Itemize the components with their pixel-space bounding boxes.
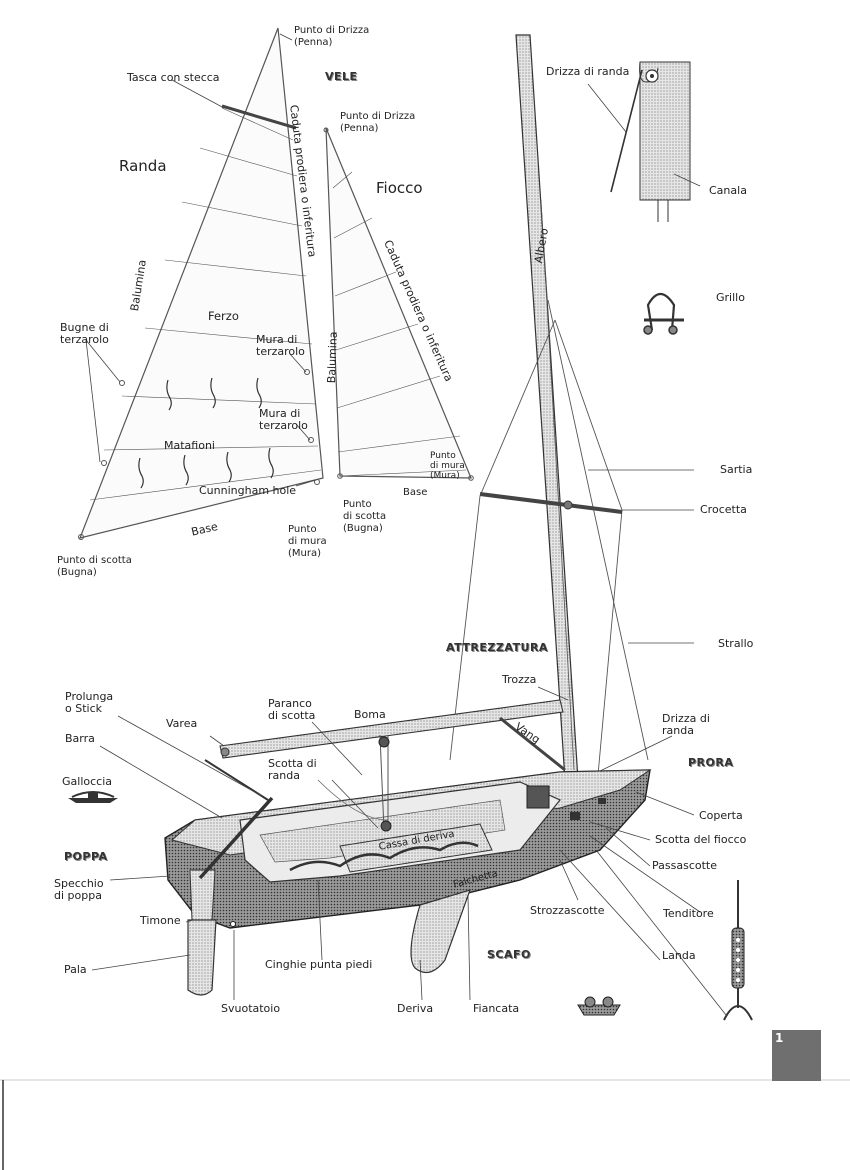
label-matafioni: Matafioni bbox=[164, 439, 215, 452]
label-strallo: Strallo bbox=[718, 637, 754, 650]
label-randa: Randa bbox=[119, 157, 167, 175]
label-base-jib: Base bbox=[403, 487, 428, 498]
label-fiancata: Fiancata bbox=[473, 1002, 520, 1015]
label-ferzo: Ferzo bbox=[208, 309, 239, 323]
label-varea: Varea bbox=[166, 717, 198, 730]
label-landa: Landa bbox=[662, 949, 696, 962]
boom bbox=[219, 699, 566, 832]
label-barra: Barra bbox=[65, 732, 95, 745]
shackle-icon bbox=[643, 292, 684, 335]
section-stern: POPPA bbox=[64, 850, 108, 863]
label-tenditore: Tenditore bbox=[663, 907, 714, 920]
section-rigging: ATTREZZATURA bbox=[446, 641, 548, 654]
section-bow: PRORA bbox=[688, 756, 734, 769]
mast-groove-inset bbox=[587, 61, 701, 222]
label-tack-main: Punto di mura (Mura) bbox=[288, 524, 327, 559]
label-timone: Timone bbox=[140, 914, 181, 927]
hull bbox=[164, 759, 652, 996]
jib bbox=[323, 127, 474, 481]
cleat-icon bbox=[68, 791, 118, 803]
label-pala: Pala bbox=[64, 963, 87, 976]
label-paranco: Paranco di scotta bbox=[268, 697, 316, 722]
label-galloccia: Galloccia bbox=[62, 775, 112, 788]
label-clew-jib: Punto di scotta (Bugna) bbox=[343, 499, 387, 534]
label-grillo: Grillo bbox=[716, 291, 745, 304]
label-tasca-stecca: Tasca con stecca bbox=[127, 71, 220, 84]
turnbuckle-chainplate-icon bbox=[723, 880, 753, 1021]
label-drizza-randa: Drizza di randa bbox=[662, 712, 710, 737]
label-head-main: Punto di Drizza (Penna) bbox=[294, 25, 370, 48]
section-hull: SCAFO bbox=[487, 948, 531, 961]
label-prolunga: Prolunga o Stick bbox=[65, 690, 114, 715]
page-number: 1 bbox=[775, 1031, 784, 1045]
label-cinghie: Cinghie punta piedi bbox=[265, 958, 373, 971]
label-leech-jib: Balumina bbox=[325, 331, 340, 384]
label-sartia: Sartia bbox=[720, 463, 753, 476]
label-crocetta: Crocetta bbox=[700, 503, 747, 516]
label-svuotatoio: Svuotatoio bbox=[221, 1002, 281, 1015]
label-strozzascotte: Strozzascotte bbox=[530, 904, 605, 917]
section-sails: VELE bbox=[325, 70, 358, 83]
mainsail-leaders bbox=[85, 33, 317, 487]
label-scotta-randa: Scotta di randa bbox=[268, 757, 317, 782]
rigging-leaders bbox=[537, 469, 694, 773]
page-number-box: 1 bbox=[772, 1030, 821, 1081]
rigging-wires bbox=[449, 299, 649, 776]
label-mura-terzarolo-2: Mura di terzarolo bbox=[259, 407, 308, 432]
label-clew-main: Punto di scotta (Bugna) bbox=[57, 555, 132, 578]
label-head-jib: Punto di Drizza (Penna) bbox=[340, 111, 416, 134]
label-specchio: Specchio di poppa bbox=[54, 877, 104, 902]
label-drizza-randa-inset: Drizza di randa bbox=[546, 65, 630, 78]
hull-leaders bbox=[91, 715, 727, 1016]
label-tack-jib: Punto di mura (Mura) bbox=[430, 451, 465, 481]
label-bugne-terzarolo: Bugne di terzarolo bbox=[60, 321, 109, 346]
label-canala: Canala bbox=[709, 184, 747, 197]
label-cunningham: Cunningham hole bbox=[199, 484, 297, 497]
label-scotta-fiocco: Scotta del fiocco bbox=[655, 833, 747, 846]
label-passascotte: Passascotte bbox=[652, 859, 717, 872]
label-trozza: Trozza bbox=[502, 673, 537, 686]
label-coperta: Coperta bbox=[699, 809, 743, 822]
label-deriva: Deriva bbox=[397, 1002, 434, 1015]
cam-cleat-icon bbox=[577, 996, 621, 1016]
label-mura-terzarolo-1: Mura di terzarolo bbox=[256, 333, 305, 358]
mast bbox=[515, 34, 579, 781]
mainsail bbox=[78, 27, 324, 540]
label-boma: Boma bbox=[354, 708, 386, 721]
label-fiocco: Fiocco bbox=[376, 179, 423, 197]
